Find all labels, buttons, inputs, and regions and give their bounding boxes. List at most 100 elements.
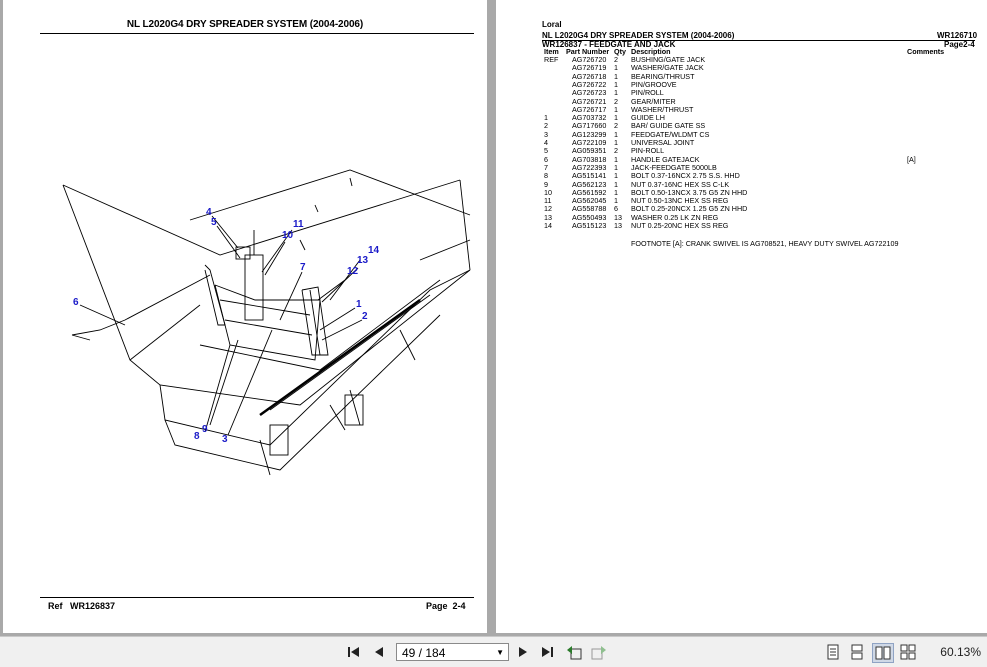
- continuous-view-button[interactable]: [848, 643, 866, 661]
- qty-cell: 1: [614, 129, 618, 139]
- description-cell: BUSHING/GATE JACK: [631, 55, 706, 64]
- description-cell: BAR/ GUIDE GATE SS: [631, 121, 706, 131]
- facing-pages-icon: [875, 646, 891, 660]
- qty-cell: 1: [614, 79, 618, 89]
- description-cell: GEAR/MITER: [631, 96, 676, 106]
- item-cell: 12: [544, 204, 552, 214]
- qty-cell: 13: [614, 221, 622, 230]
- footnote: FOOTNOTE [A]: CRANK SWIVEL IS AG708521, …: [631, 239, 899, 248]
- callout-8[interactable]: 8: [194, 431, 200, 442]
- part-number-cell: AG722109: [572, 138, 607, 147]
- qty-cell: 1: [614, 88, 618, 98]
- description-cell: HANDLE GATEJACK: [631, 154, 700, 164]
- page-number-select[interactable]: 49 / 184 ▼: [396, 643, 509, 661]
- description-cell: GUIDE LH: [631, 113, 665, 123]
- callout-3[interactable]: 3: [222, 434, 228, 445]
- callout-4[interactable]: 4: [206, 207, 212, 218]
- col-desc-header: Description: [631, 47, 671, 56]
- comments-cell: [A]: [907, 154, 916, 164]
- part-number-cell: AG703818: [572, 154, 607, 164]
- part-number-cell: AG726720: [572, 55, 607, 64]
- callout-13[interactable]: 13: [357, 255, 369, 266]
- col-part-header: Part Number: [566, 47, 610, 56]
- document-viewport[interactable]: NL L2020G4 DRY SPREADER SYSTEM (2004-200…: [0, 0, 987, 636]
- footer-ref-value: WR126837: [70, 601, 116, 611]
- part-number-cell: AG561592: [572, 187, 607, 197]
- description-cell: NUT 0.37-16NC HEX SS C-LK: [631, 179, 730, 189]
- part-number-cell: AG059351: [572, 146, 607, 156]
- callout-11[interactable]: 11: [293, 219, 304, 230]
- previous-page-icon: [375, 647, 383, 657]
- qty-cell: 13: [614, 212, 622, 222]
- callout-14[interactable]: 14: [368, 245, 380, 256]
- section-title: WR126837 - FEEDGATE AND JACK: [542, 40, 676, 49]
- description-cell: NUT 0.50-13NC HEX SS REG: [631, 196, 729, 206]
- part-number-cell: AG515123: [572, 221, 607, 230]
- callout-2[interactable]: 2: [362, 311, 368, 322]
- description-cell: JACK-FEEDGATE 5000LB: [631, 162, 717, 172]
- item-cell: 5: [544, 146, 548, 156]
- chevron-down-icon: ▼: [496, 648, 504, 657]
- previous-page-button[interactable]: [370, 643, 388, 661]
- zoom-level[interactable]: 60.13%: [940, 645, 981, 659]
- description-cell: PIN/ROLL: [631, 88, 664, 98]
- first-page-icon: [348, 647, 359, 657]
- col-item-header: Item: [544, 47, 559, 56]
- qty-cell: 1: [614, 196, 618, 206]
- part-number-cell: AG562045: [572, 196, 607, 206]
- go-forward-button[interactable]: [589, 643, 609, 661]
- callout-5[interactable]: 5: [211, 217, 217, 228]
- description-cell: WASHER/GATE JACK: [631, 63, 704, 73]
- item-cell: 2: [544, 121, 548, 131]
- item-cell: 9: [544, 179, 548, 189]
- left-footer-page: Page 2-4: [426, 601, 466, 611]
- part-number-cell: AG726721: [572, 96, 607, 106]
- qty-cell: 6: [614, 204, 618, 214]
- part-number-cell: AG558788: [572, 204, 607, 214]
- left-page-title: NL L2020G4 DRY SPREADER SYSTEM (2004-200…: [126, 19, 364, 30]
- item-cell: 8: [544, 171, 548, 181]
- callout-6[interactable]: 6: [73, 297, 79, 308]
- qty-cell: 1: [614, 179, 618, 189]
- item-cell: 4: [544, 138, 548, 147]
- description-cell: FEEDGATE/WLDMT CS: [631, 129, 710, 139]
- qty-cell: 2: [614, 121, 618, 131]
- qty-cell: 1: [614, 138, 618, 147]
- part-number-cell: AG726723: [572, 88, 607, 98]
- facing-pages-view-button[interactable]: [872, 643, 894, 663]
- right-title-rule: [542, 40, 975, 41]
- part-number-cell: AG726719: [572, 63, 607, 73]
- part-number-cell: AG562123: [572, 179, 607, 189]
- continuous-page-icon: [851, 644, 863, 660]
- single-page-view-button[interactable]: [824, 643, 842, 661]
- part-number-cell: AG123299: [572, 129, 607, 139]
- description-cell: BOLT 0.25-20NCX 1.25 G5 ZN HHD: [631, 204, 748, 214]
- callout-1[interactable]: 1: [356, 299, 362, 310]
- part-number-cell: AG550493: [572, 212, 607, 222]
- doc-number: WR126710: [937, 31, 978, 40]
- part-number-cell: AG726718: [572, 71, 607, 81]
- item-cell: REF: [544, 55, 559, 64]
- callout-7[interactable]: 7: [300, 262, 306, 273]
- left-title-rule: [40, 33, 474, 34]
- single-page-icon: [827, 644, 839, 660]
- last-page-button[interactable]: [538, 643, 556, 661]
- callout-9[interactable]: 9: [202, 424, 208, 435]
- description-cell: PIN/GROOVE: [631, 79, 677, 89]
- left-footer-ref: Ref WR126837: [48, 601, 115, 611]
- continuous-facing-icon: [900, 644, 916, 660]
- callout-10[interactable]: 10: [282, 230, 294, 241]
- go-back-button[interactable]: [564, 643, 584, 661]
- continuous-facing-view-button[interactable]: [898, 643, 918, 661]
- part-number-cell: AG726722: [572, 79, 607, 89]
- next-page-button[interactable]: [514, 643, 532, 661]
- first-page-button[interactable]: [345, 643, 363, 661]
- qty-cell: 1: [614, 154, 618, 164]
- item-cell: 7: [544, 162, 548, 172]
- qty-cell: 2: [614, 55, 618, 64]
- page-ref: Page2-4: [944, 40, 975, 49]
- item-cell: 10: [544, 187, 552, 197]
- callout-12[interactable]: 12: [347, 266, 359, 277]
- qty-cell: 1: [614, 104, 618, 114]
- description-cell: WASHER/THRUST: [631, 104, 694, 114]
